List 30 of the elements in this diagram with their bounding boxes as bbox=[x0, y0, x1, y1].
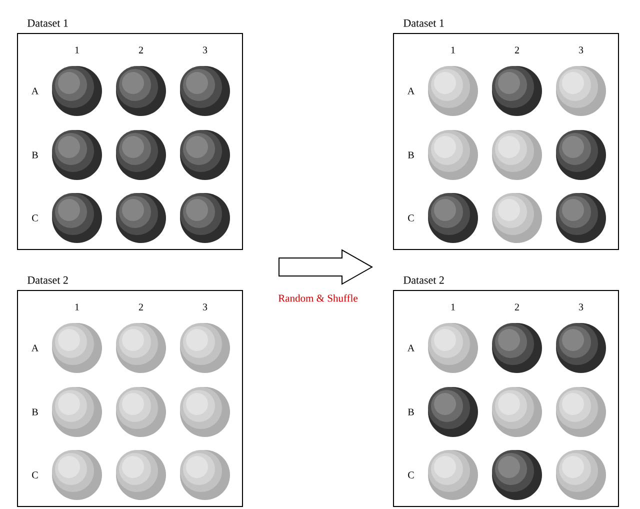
row-letter: C bbox=[32, 214, 38, 222]
row-letter: B bbox=[32, 408, 38, 416]
column-number: 3 bbox=[203, 46, 208, 54]
row-letter: A bbox=[31, 344, 39, 352]
panel-heading: Dataset 2 bbox=[28, 276, 68, 284]
column-number: 2 bbox=[138, 46, 143, 54]
column-number: 1 bbox=[451, 304, 455, 310]
panel-heading: Dataset 1 bbox=[404, 19, 444, 27]
column-number: 3 bbox=[579, 304, 584, 310]
column-number: 1 bbox=[451, 46, 455, 54]
column-number: 1 bbox=[75, 46, 79, 54]
block-arrow bbox=[278, 249, 374, 285]
row-letter: B bbox=[32, 152, 38, 158]
row-letter: C bbox=[408, 472, 414, 478]
panel-heading: Dataset 2 bbox=[404, 276, 444, 284]
row-letter: B bbox=[408, 152, 414, 158]
row-letter: C bbox=[408, 214, 414, 222]
column-number: 3 bbox=[579, 46, 584, 54]
row-letter: A bbox=[407, 344, 415, 352]
row-letter: C bbox=[32, 472, 38, 478]
panel-heading: Dataset 1 bbox=[28, 19, 68, 27]
column-number: 2 bbox=[514, 304, 519, 310]
column-number: 1 bbox=[75, 304, 79, 310]
row-letter: A bbox=[407, 88, 415, 94]
column-number: 3 bbox=[203, 304, 208, 310]
row-letter: A bbox=[31, 88, 39, 94]
row-letter: B bbox=[408, 408, 414, 416]
column-number: 2 bbox=[138, 304, 143, 310]
column-number: 2 bbox=[514, 46, 519, 54]
edge-label: Random & Shuffle bbox=[278, 294, 358, 302]
